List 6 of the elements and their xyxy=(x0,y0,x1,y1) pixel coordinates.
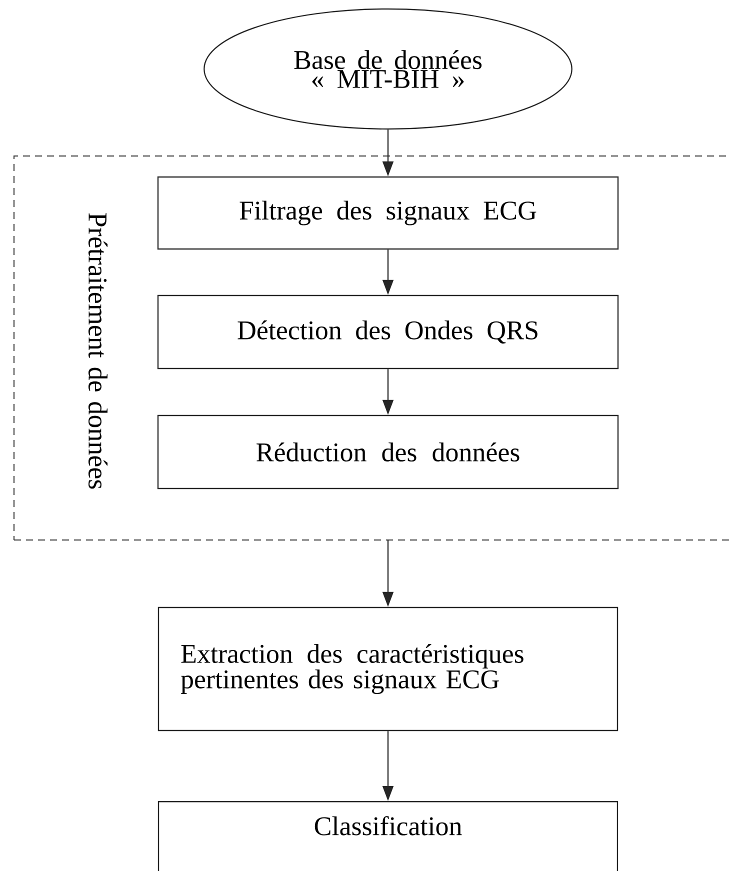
ellipse-node: Base de données « MIT-BIH » xyxy=(204,8,572,130)
process-box: Extraction des caractéristiques pertinentes des signaux ECG xyxy=(158,606,618,732)
process-box: Filtrage des signaux ECG xyxy=(157,176,619,250)
process-box: Classification xyxy=(158,801,618,871)
process-box: Détection des Ondes QRS xyxy=(157,294,619,370)
process-box: Réduction des données xyxy=(157,414,619,490)
